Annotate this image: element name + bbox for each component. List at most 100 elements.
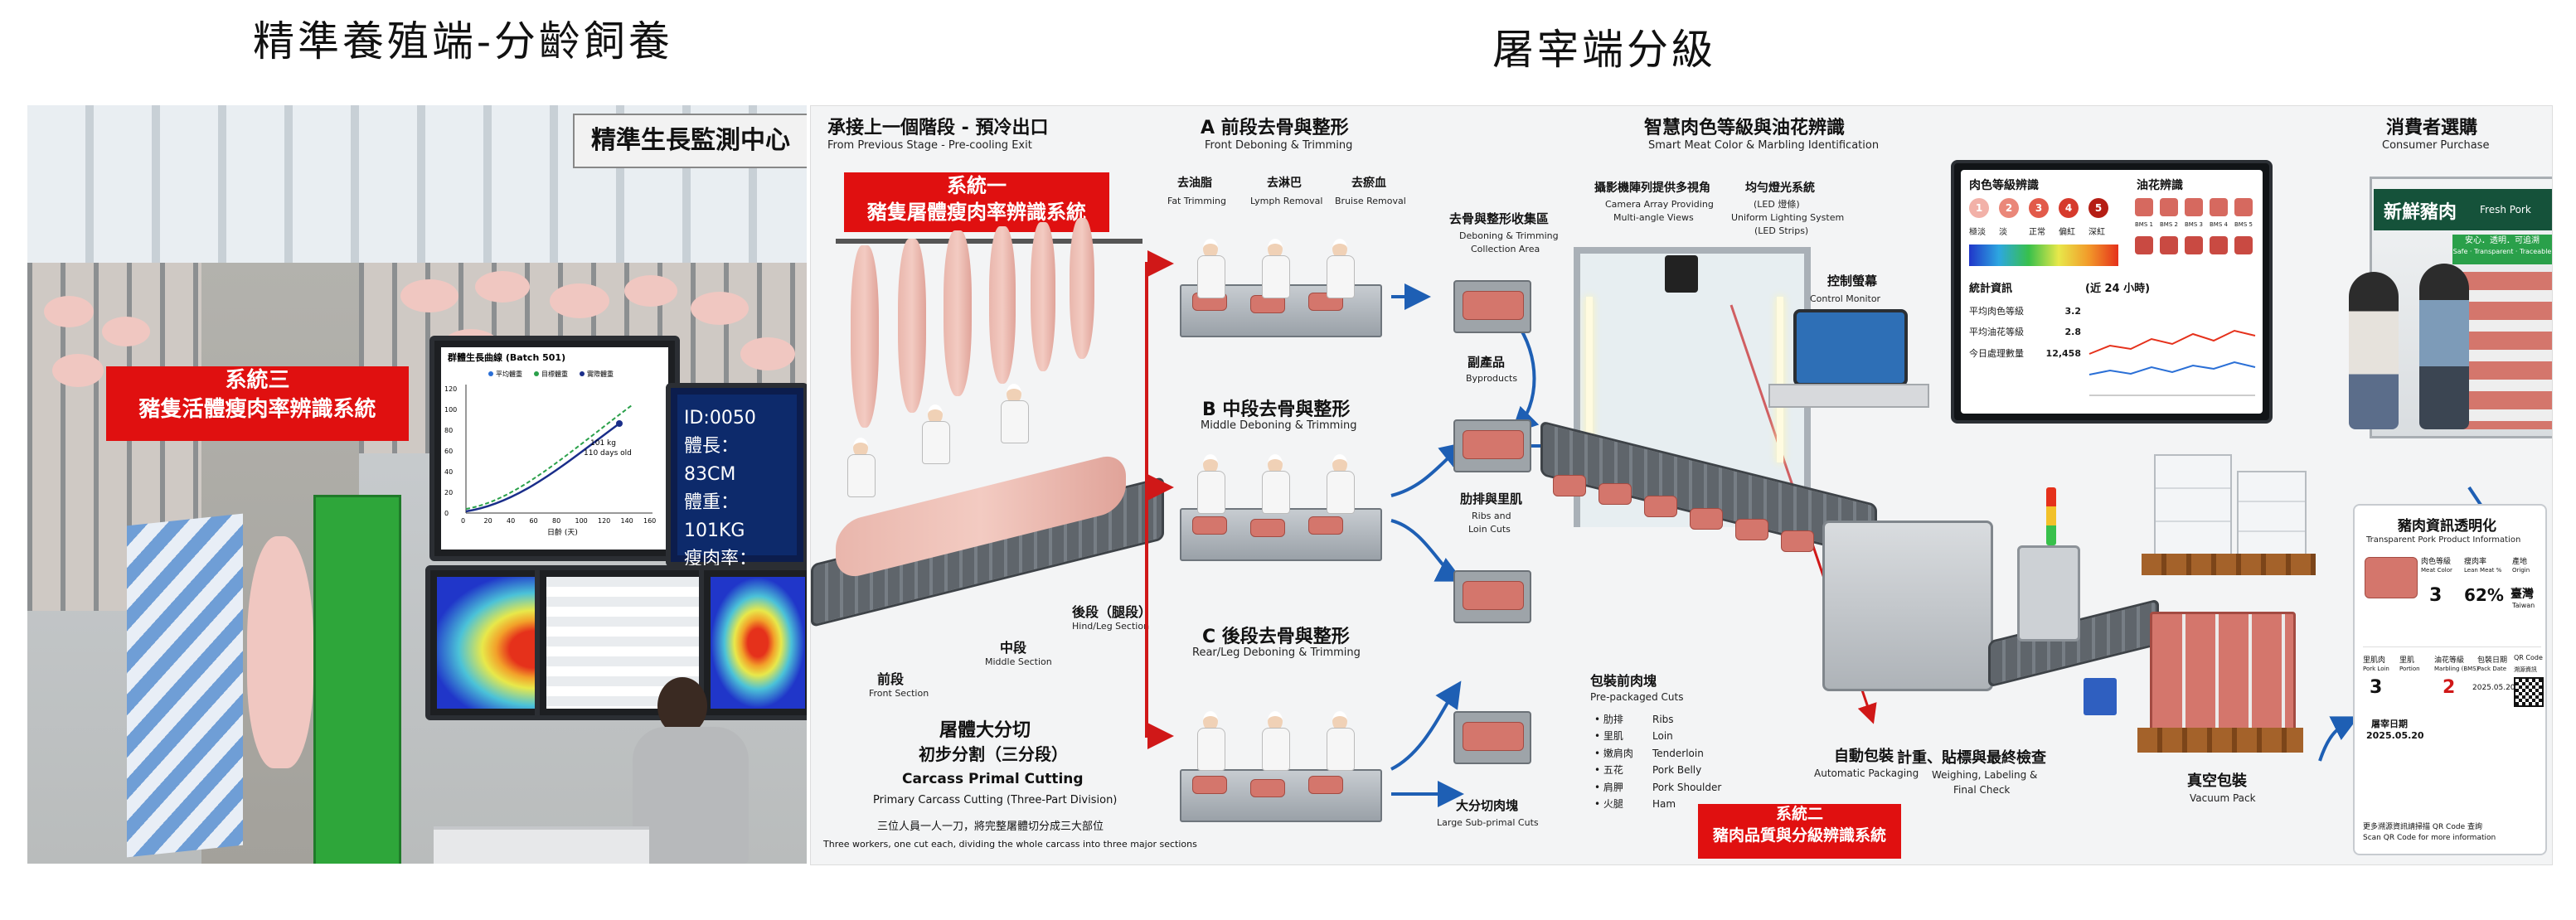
lean-label-en: Lean Meat %: [2464, 567, 2502, 574]
color-grade-word: 極淡: [1969, 228, 1986, 237]
byproducts-title: 副產品: [1467, 355, 1506, 370]
box-stack: [2154, 454, 2232, 557]
lean-label: 瘦肉率: [2464, 558, 2487, 566]
legend-actual-dot: [580, 371, 585, 376]
prepacked-item-en: Tenderloin: [1652, 747, 1704, 759]
ribs-bin: [1453, 570, 1531, 623]
middle-section-label-en: Middle Section: [985, 656, 1052, 667]
graded-meat: [1781, 530, 1814, 552]
graded-meat: [1553, 475, 1586, 496]
collection-title: 去骨與整形收集區: [1449, 211, 1550, 226]
worker: [1259, 454, 1292, 521]
shop-sign: 新鮮豬肉 Fresh Pork: [2374, 189, 2552, 230]
pig: [740, 337, 795, 370]
shop-tagline: 安心．透明．可追溯 Safe · Transparent · Traceable: [2452, 235, 2552, 264]
prepacked-item-cn: • 嫩肩肉: [1594, 747, 1633, 759]
pig: [691, 292, 749, 325]
pig: [52, 354, 104, 387]
color-grade-word: 淡: [1999, 228, 2007, 237]
task-lymph-en: Lymph Removal: [1250, 196, 1323, 206]
label-station: [2017, 545, 2080, 642]
prepacked-title: 包裝前肉塊: [1590, 673, 1657, 689]
control-monitor-subtitle: Control Monitor: [1810, 293, 1881, 304]
color-grade-dot: 3: [2029, 198, 2049, 218]
shopper-woman: [2349, 272, 2399, 429]
pig: [102, 317, 150, 346]
pack-date-label-en: Pack Date: [2477, 666, 2507, 672]
task-bruise-cn: 去瘀血: [1351, 177, 1386, 190]
worker: [919, 404, 952, 471]
trend-chart: [2088, 329, 2256, 396]
color-grade-word: 正常: [2029, 228, 2045, 237]
graded-meat: [1735, 519, 1768, 540]
prev-stage-title: 承接上一個階段 - 預冷出口: [827, 118, 1049, 138]
lighting-title: 均勻燈光系統: [1745, 182, 1815, 195]
id-card-screen: ID:0050 體長：83CM 體重：101KG 瘦肉率：61.6%: [677, 395, 797, 598]
worker: [997, 384, 1031, 450]
weighing-title: 計重、貼標與最終檢查: [1897, 749, 2046, 767]
cut-value: 3: [2370, 677, 2383, 698]
task-fat-cn: 去油脂: [1177, 177, 1212, 190]
color-grade-title: 肉色等級辨識: [1969, 179, 2039, 192]
origin-value: 臺灣: [2511, 588, 2534, 601]
stat-value: 12,458: [2045, 347, 2081, 359]
cut-label: 里肌肉: [2363, 656, 2386, 665]
worker: [1194, 711, 1227, 777]
ribs-subtitle-1: Ribs and: [1472, 511, 1511, 521]
x-tick-label: 160: [643, 517, 656, 525]
right-title: 屠宰端分級: [1492, 26, 1716, 74]
worker: [844, 438, 877, 504]
hanging-carcass: [851, 245, 879, 428]
qr-code-icon[interactable]: [2514, 677, 2544, 707]
origin-value-en: Taiwan: [2512, 602, 2535, 609]
weighing-subtitle-2: Final Check: [1953, 784, 2011, 796]
hanging-carcass: [989, 226, 1016, 384]
control-desk: [1768, 384, 1929, 408]
stage-a-subtitle: Front Deboning & Trimming: [1205, 139, 1353, 152]
smart-grading-title: 智慧肉色等級與油花辨識: [1644, 118, 1846, 138]
pack-date-label: 包裝日期: [2477, 656, 2508, 665]
info-grid-bottom: 里肌肉 Pork Loin 3 里肌 Portion 油花等級 Marbling…: [2363, 646, 2544, 747]
current-point: [616, 420, 623, 427]
hanging-carcass: [944, 230, 972, 396]
arrow-to-consumer: [2318, 716, 2360, 762]
trend-title: (近 24 小時): [2085, 283, 2151, 295]
meat-piece: [1192, 516, 1227, 535]
system2-name: 豬肉品質與分級辨識系統: [1712, 826, 1886, 845]
origin-label-en: Origin: [2512, 567, 2530, 574]
rear-section-label: 後段（腿段）: [1072, 604, 1152, 620]
hanging-carcass: [898, 239, 926, 413]
meat-grade-value: 3: [2429, 585, 2443, 606]
lighting-sub-1: Uniform Lighting System: [1731, 212, 1845, 223]
x-tick-label: 0: [461, 517, 465, 525]
meat-piece: [1308, 776, 1343, 794]
meat-piece: [1250, 779, 1285, 797]
marbling-label-en: Marbling (BMS): [2434, 666, 2479, 672]
y-tick-label: 60: [444, 448, 453, 455]
cut-label-en: Pork Loin: [2363, 666, 2389, 672]
stat-label: 今日處理數量: [1969, 347, 2024, 359]
origin-label: 產地: [2512, 558, 2528, 566]
x-tick-label: 120: [598, 517, 610, 525]
lean-value: 62%: [2464, 585, 2504, 605]
prepacked-item-en: Ham: [1652, 797, 1676, 810]
shop-sign-cn: 新鮮豬肉: [2384, 202, 2457, 223]
collection-bin: [1453, 280, 1531, 333]
vacuum-pack-subtitle: Vacuum Pack: [2190, 792, 2256, 804]
display-shelf: [2461, 272, 2552, 429]
trend-series-marbling: [2088, 361, 2256, 375]
meat-grade-label-en: Meat Color: [2421, 567, 2452, 574]
control-monitor-title: 控制螢幕: [1827, 274, 1878, 288]
marbling-swatch: [2135, 236, 2153, 254]
pig: [475, 271, 530, 303]
thermal-monitor-2: [699, 565, 807, 720]
system1-banner: 系統一 豬隻屠體瘦肉率辨識系統: [844, 172, 1109, 232]
portion-label-en: Portion: [2399, 666, 2420, 672]
prepacked-item-en: Pork Shoulder: [1652, 781, 1722, 793]
marbling-level-label: BMS 1: [2135, 221, 2153, 228]
left-title: 精準養殖端-分齡飼養: [253, 17, 673, 65]
